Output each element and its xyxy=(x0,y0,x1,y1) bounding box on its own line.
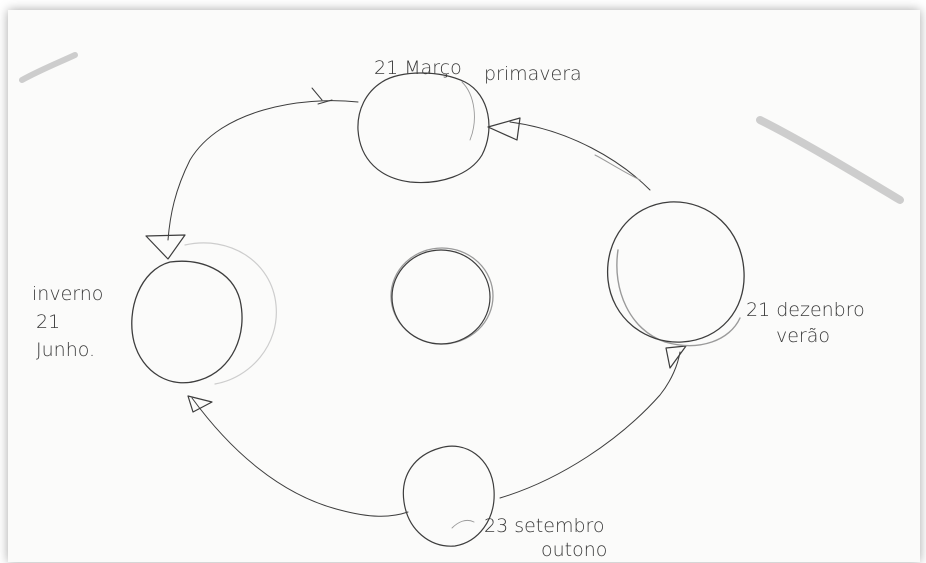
arrowhead-june xyxy=(146,235,185,259)
label-december: 21 dezenbro verão xyxy=(746,299,865,347)
arrow-tick-march-left xyxy=(312,88,332,104)
label-september-date: 23 setembro xyxy=(484,515,605,537)
orbit-arrow-september-to-december xyxy=(500,352,680,498)
label-march-date: 21 Março xyxy=(374,57,462,79)
earth-march xyxy=(358,73,489,183)
label-june-month: Junho. xyxy=(36,339,95,361)
earth-september xyxy=(403,446,494,546)
orbit-arrow-december-to-march xyxy=(510,122,650,190)
label-march-season: primavera xyxy=(484,63,582,85)
orbit-arrow-march-to-june xyxy=(168,101,358,240)
earth-june xyxy=(132,243,277,384)
orbit-arrow-december-extra xyxy=(595,155,640,180)
label-june-day: 21 xyxy=(36,311,60,333)
label-december-date: 21 dezenbro xyxy=(746,299,865,321)
arrowhead-december xyxy=(666,346,686,368)
orbit-arrow-june-to-september xyxy=(192,398,408,516)
label-june: inverno 21 Junho. xyxy=(32,283,103,361)
label-march: 21 Março primavera xyxy=(374,57,582,85)
arrowhead-june-bottom xyxy=(188,396,212,412)
label-september-season: outono xyxy=(541,539,607,561)
label-december-season: verão xyxy=(776,325,830,347)
label-september: 23 setembro outono xyxy=(484,515,607,561)
earth-december xyxy=(608,202,745,346)
label-june-season: inverno xyxy=(32,283,103,305)
sun xyxy=(391,248,493,344)
arrowhead-march xyxy=(488,118,520,140)
